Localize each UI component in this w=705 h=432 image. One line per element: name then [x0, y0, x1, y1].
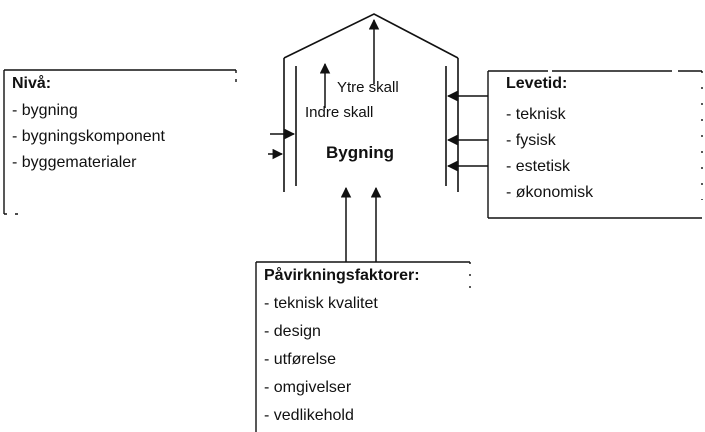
factors-box-title: Påvirkningsfaktorer:	[264, 267, 420, 284]
list-item: estetisk	[506, 154, 593, 180]
list-item: fysisk	[506, 128, 593, 154]
list-item: teknisk kvalitet	[264, 290, 378, 318]
list-item: bygning	[12, 98, 165, 124]
list-item: økonomisk	[506, 180, 593, 206]
list-item: bygningskomponent	[12, 124, 165, 150]
lifetime-box-border	[487, 70, 703, 219]
lifetime-list: teknisk fysisk estetisk økonomisk	[506, 102, 593, 206]
outer-shell-label: Ytre skall	[337, 79, 399, 96]
inner-shell-label: Indre skall	[305, 104, 374, 121]
list-item: design	[264, 318, 378, 346]
factors-box-border	[255, 261, 471, 432]
level-box-border	[3, 69, 237, 215]
lifetime-box-title: Levetid:	[506, 75, 568, 92]
list-item: vedlikehold	[264, 402, 378, 430]
list-item: utførelse	[264, 346, 378, 374]
arrows	[268, 18, 488, 262]
building-label: Bygning	[326, 143, 394, 162]
level-list: bygning bygningskomponent byggemateriale…	[12, 98, 165, 176]
list-item: teknisk	[506, 102, 593, 128]
factors-list: teknisk kvalitet design utførelse omgive…	[264, 290, 378, 430]
list-item: omgivelser	[264, 374, 378, 402]
level-box-title: Nivå:	[12, 75, 52, 92]
list-item: byggematerialer	[12, 150, 165, 176]
roof-line	[283, 13, 459, 59]
house-outline	[283, 13, 459, 192]
